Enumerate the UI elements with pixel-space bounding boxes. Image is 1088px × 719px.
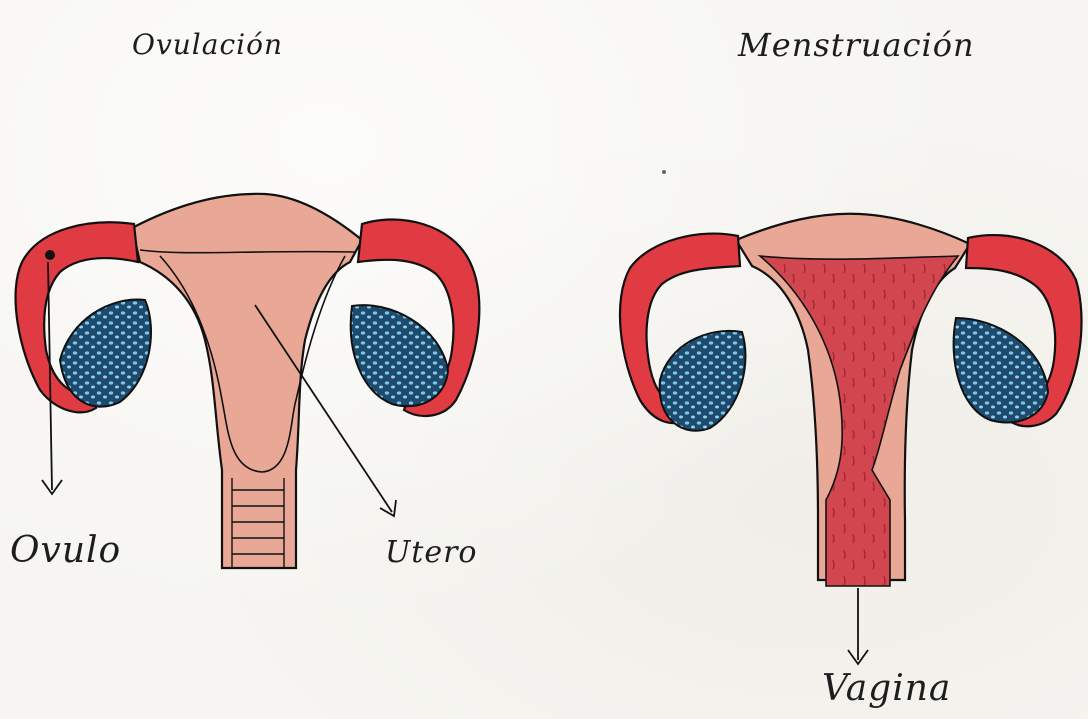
label-utero: Utero	[385, 535, 478, 570]
left-uterus-diagram	[16, 194, 480, 568]
title-ovulacion: Ovulación	[132, 28, 283, 61]
right-arrows	[848, 588, 868, 664]
label-vagina: Vagina	[822, 668, 951, 709]
vagina-arrow	[848, 588, 868, 664]
ovum-dot	[45, 250, 55, 260]
left-ovary-left	[60, 300, 151, 407]
label-ovulo: Ovulo	[10, 530, 121, 571]
right-ovary-left	[660, 331, 746, 431]
right-endometrium	[760, 256, 958, 586]
left-ovary-right	[351, 305, 448, 406]
left-uterus-body	[132, 194, 362, 568]
right-ovary-right	[954, 318, 1048, 422]
right-uterus-diagram	[620, 214, 1082, 586]
title-menstruacion: Menstruación	[738, 26, 975, 64]
stray-dot	[662, 170, 666, 174]
